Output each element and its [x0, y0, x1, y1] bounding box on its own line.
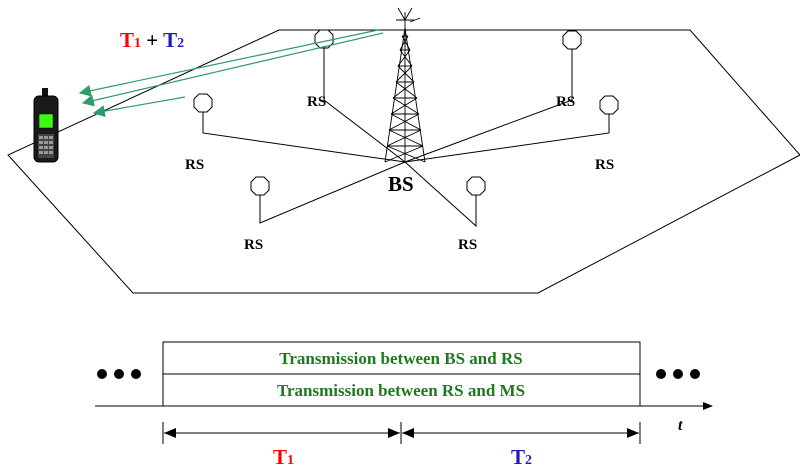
- period-t1-label: T1: [273, 445, 294, 469]
- period-t1-sub: 1: [287, 453, 294, 468]
- bs-rs-links: [202, 42, 610, 228]
- bs-label: BS: [388, 172, 414, 196]
- t1-plus-t2-label: T1 + T2: [120, 28, 184, 52]
- link-rs-mid-right: [404, 108, 610, 163]
- signal-arrow-from-rs-left: [92, 96, 186, 118]
- lower-bar-text: Transmission between RS and MS: [277, 381, 525, 400]
- signal-arrow-from-rs: [78, 29, 379, 97]
- cell-area: [7, 29, 800, 294]
- signal-arrow-from-bs: [81, 32, 384, 107]
- mobile-phone-icon: [33, 88, 59, 163]
- link-rs-mid-left: [202, 104, 406, 163]
- formula-t1: T: [120, 28, 134, 52]
- rs-label: RS: [595, 157, 614, 173]
- period-t2-label: T2: [511, 445, 532, 469]
- link-rs-bottom-left: [259, 161, 406, 224]
- formula-plus: +: [141, 28, 163, 52]
- signal-arrows: [78, 29, 384, 118]
- period-ticks: [162, 422, 641, 444]
- rs-label: RS: [556, 94, 575, 110]
- formula-t2: T: [163, 28, 177, 52]
- link-rs-top-right: [404, 44, 573, 163]
- relay-station-icon: [466, 176, 486, 196]
- time-axis-label: t: [678, 417, 683, 434]
- relay-station-icon: [193, 93, 213, 113]
- relay-station-icon: [250, 176, 270, 196]
- relay-station-icon: [562, 30, 582, 50]
- relay-stations: [193, 29, 619, 196]
- relay-station-icon: [314, 29, 334, 49]
- link-rs-bottom-right: [404, 161, 477, 228]
- rs-label: RS: [185, 157, 204, 173]
- relay-station-icon: [599, 95, 619, 115]
- ellipsis-left: [97, 369, 141, 379]
- ellipsis-right: [656, 369, 700, 379]
- period-t2-letter: T: [511, 445, 525, 469]
- formula-t1-sub: 1: [134, 36, 141, 51]
- rs-label: RS: [244, 237, 263, 253]
- rs-label: RS: [458, 237, 477, 253]
- base-station-tower-icon: [384, 7, 426, 163]
- upper-transmission-bar: [162, 341, 641, 375]
- period-t1-letter: T: [273, 445, 287, 469]
- lower-transmission-bar: [162, 373, 641, 407]
- link-rs-top-left: [323, 42, 406, 163]
- period-t2-sub: 2: [525, 453, 532, 468]
- formula-t2-sub: 2: [177, 36, 184, 51]
- upper-bar-text: Transmission between BS and RS: [279, 349, 522, 368]
- rs-label: RS: [307, 94, 326, 110]
